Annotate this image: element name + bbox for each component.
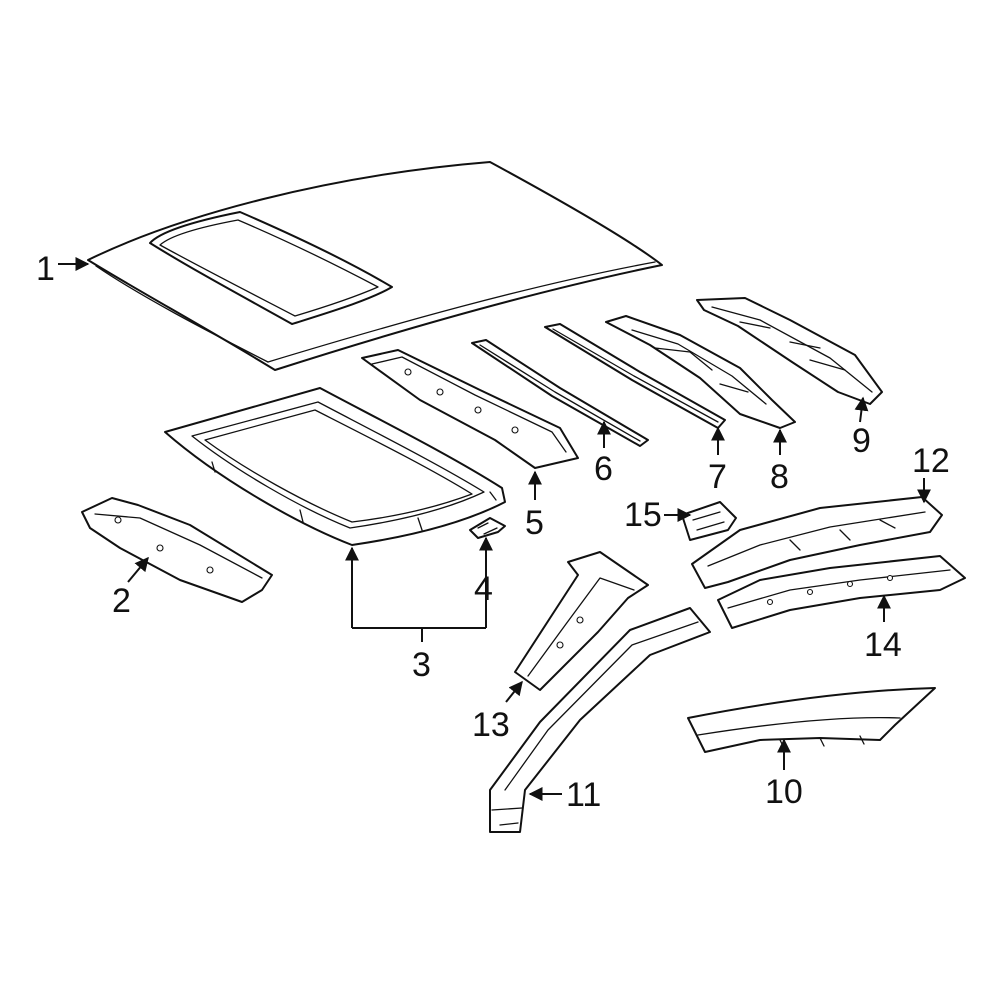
callout-15[interactable]: 15: [624, 496, 662, 534]
callout-1[interactable]: 1: [36, 250, 55, 288]
part-12-side-rail[interactable]: [691, 496, 943, 589]
callout-10[interactable]: 10: [765, 773, 803, 811]
callout-14[interactable]: 14: [864, 626, 902, 664]
callout-5[interactable]: 5: [525, 504, 544, 542]
callout-9[interactable]: 9: [852, 422, 871, 460]
part-15-small-bracket[interactable]: [681, 501, 737, 541]
callout-8[interactable]: 8: [770, 458, 789, 496]
part-3-sunroof-frame[interactable]: [164, 387, 506, 546]
callout-3[interactable]: 3: [412, 646, 431, 684]
part-2-cowl-panel[interactable]: [81, 497, 273, 603]
part-9-rear-header-highlighted[interactable]: [696, 297, 883, 405]
part-10-lower-rail[interactable]: [687, 687, 936, 753]
callout-12[interactable]: 12: [912, 442, 950, 480]
part-14-side-rail-inner[interactable]: [717, 555, 966, 629]
part-1-roof-panel[interactable]: [87, 161, 663, 371]
part-7-roof-bow[interactable]: [544, 323, 726, 429]
callout-4[interactable]: 4: [474, 570, 493, 608]
callout-labels: 1 2 3 4 5 6 7 8 9 10 11 12 13 14 15: [36, 250, 950, 814]
leader-lines: [58, 257, 931, 801]
part-4-bracket[interactable]: [469, 517, 506, 539]
part-13-pillar-reinforcement[interactable]: [514, 551, 649, 691]
part-5-front-header[interactable]: [361, 349, 579, 469]
part-8-reinforcement[interactable]: [605, 315, 796, 429]
callout-6[interactable]: 6: [594, 450, 613, 488]
callout-2[interactable]: 2: [112, 582, 131, 620]
part-6-roof-bow[interactable]: [471, 339, 649, 447]
callout-7[interactable]: 7: [708, 458, 727, 496]
callout-11[interactable]: 11: [566, 776, 601, 814]
part-11-front-pillar[interactable]: [489, 607, 711, 833]
callout-13[interactable]: 13: [472, 706, 510, 744]
